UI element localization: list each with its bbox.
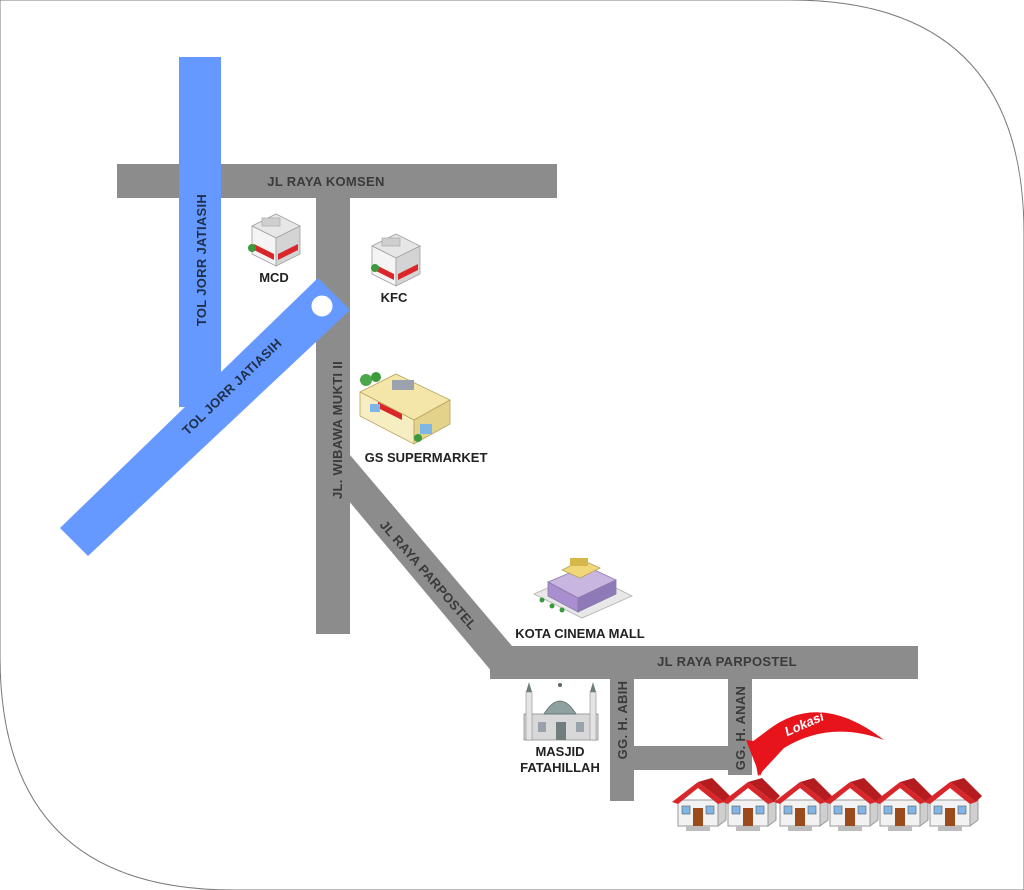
- road-connector: [634, 746, 728, 770]
- label-masjid-line1: MASJID: [535, 744, 584, 759]
- label-jl-raya-parpostel: JL RAYA PARPOSTEL: [657, 654, 797, 669]
- toll-interchange: [310, 294, 334, 318]
- label-gg-h-abih: GG. H. ABIH: [615, 681, 630, 760]
- mosque-icon: [523, 682, 599, 741]
- label-kota-cinema-mall: KOTA CINEMA MALL: [515, 626, 645, 641]
- label-kfc: KFC: [381, 290, 408, 305]
- toll-road-vertical: [179, 57, 221, 407]
- landmark-kfc: KFC: [371, 233, 421, 305]
- mall-icon: [533, 558, 633, 619]
- label-gs-supermarket: GS SUPERMARKET: [365, 450, 488, 465]
- label-jl-raya-komsen: JL RAYA KOMSEN: [267, 174, 384, 189]
- label-gg-h-anan: GG. H. ANAN: [733, 686, 748, 770]
- road-network: [117, 164, 918, 801]
- label-tol-jorr-vertical: TOL JORR JATIASIH: [194, 194, 209, 326]
- road-jl-raya-parpostel: [490, 646, 918, 679]
- red-arrow-icon: [752, 712, 884, 776]
- road-gg-h-anan: [728, 679, 752, 775]
- landmark-masjid-fatahillah: MASJID FATAHILLAH: [520, 682, 600, 775]
- toll-road-diagonal: [60, 278, 350, 556]
- supermarket-icon: [359, 372, 451, 445]
- label-mcd: MCD: [259, 270, 289, 285]
- landmark-mcd: MCD: [248, 213, 301, 285]
- landmark-kota-cinema-mall: KOTA CINEMA MALL: [515, 558, 645, 641]
- road-jl-wibawa-mukti: [316, 164, 350, 634]
- toll-road-network: [60, 57, 350, 556]
- landmark-gs-supermarket: GS SUPERMARKET: [359, 372, 488, 465]
- label-jl-wibawa-mukti: JL. WIBAWA MUKTI II: [330, 361, 345, 499]
- road-gg-h-abih: [610, 679, 634, 801]
- location-marker: Lokasi: [746, 709, 884, 776]
- label-masjid-line2: FATAHILLAH: [520, 760, 600, 775]
